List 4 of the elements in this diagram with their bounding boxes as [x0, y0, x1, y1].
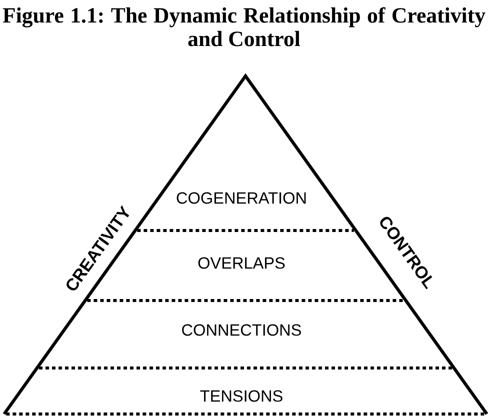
- pyramid-layer: CONNECTIONS: [39, 324, 452, 370]
- title: Figure 1.1: The Dynamic Relationship of Creativity and Control: [2, 7, 486, 46]
- pyramid-layer: TENSIONS: [6, 390, 485, 416]
- pyramid-layer: COGENERATION: [137, 192, 354, 232]
